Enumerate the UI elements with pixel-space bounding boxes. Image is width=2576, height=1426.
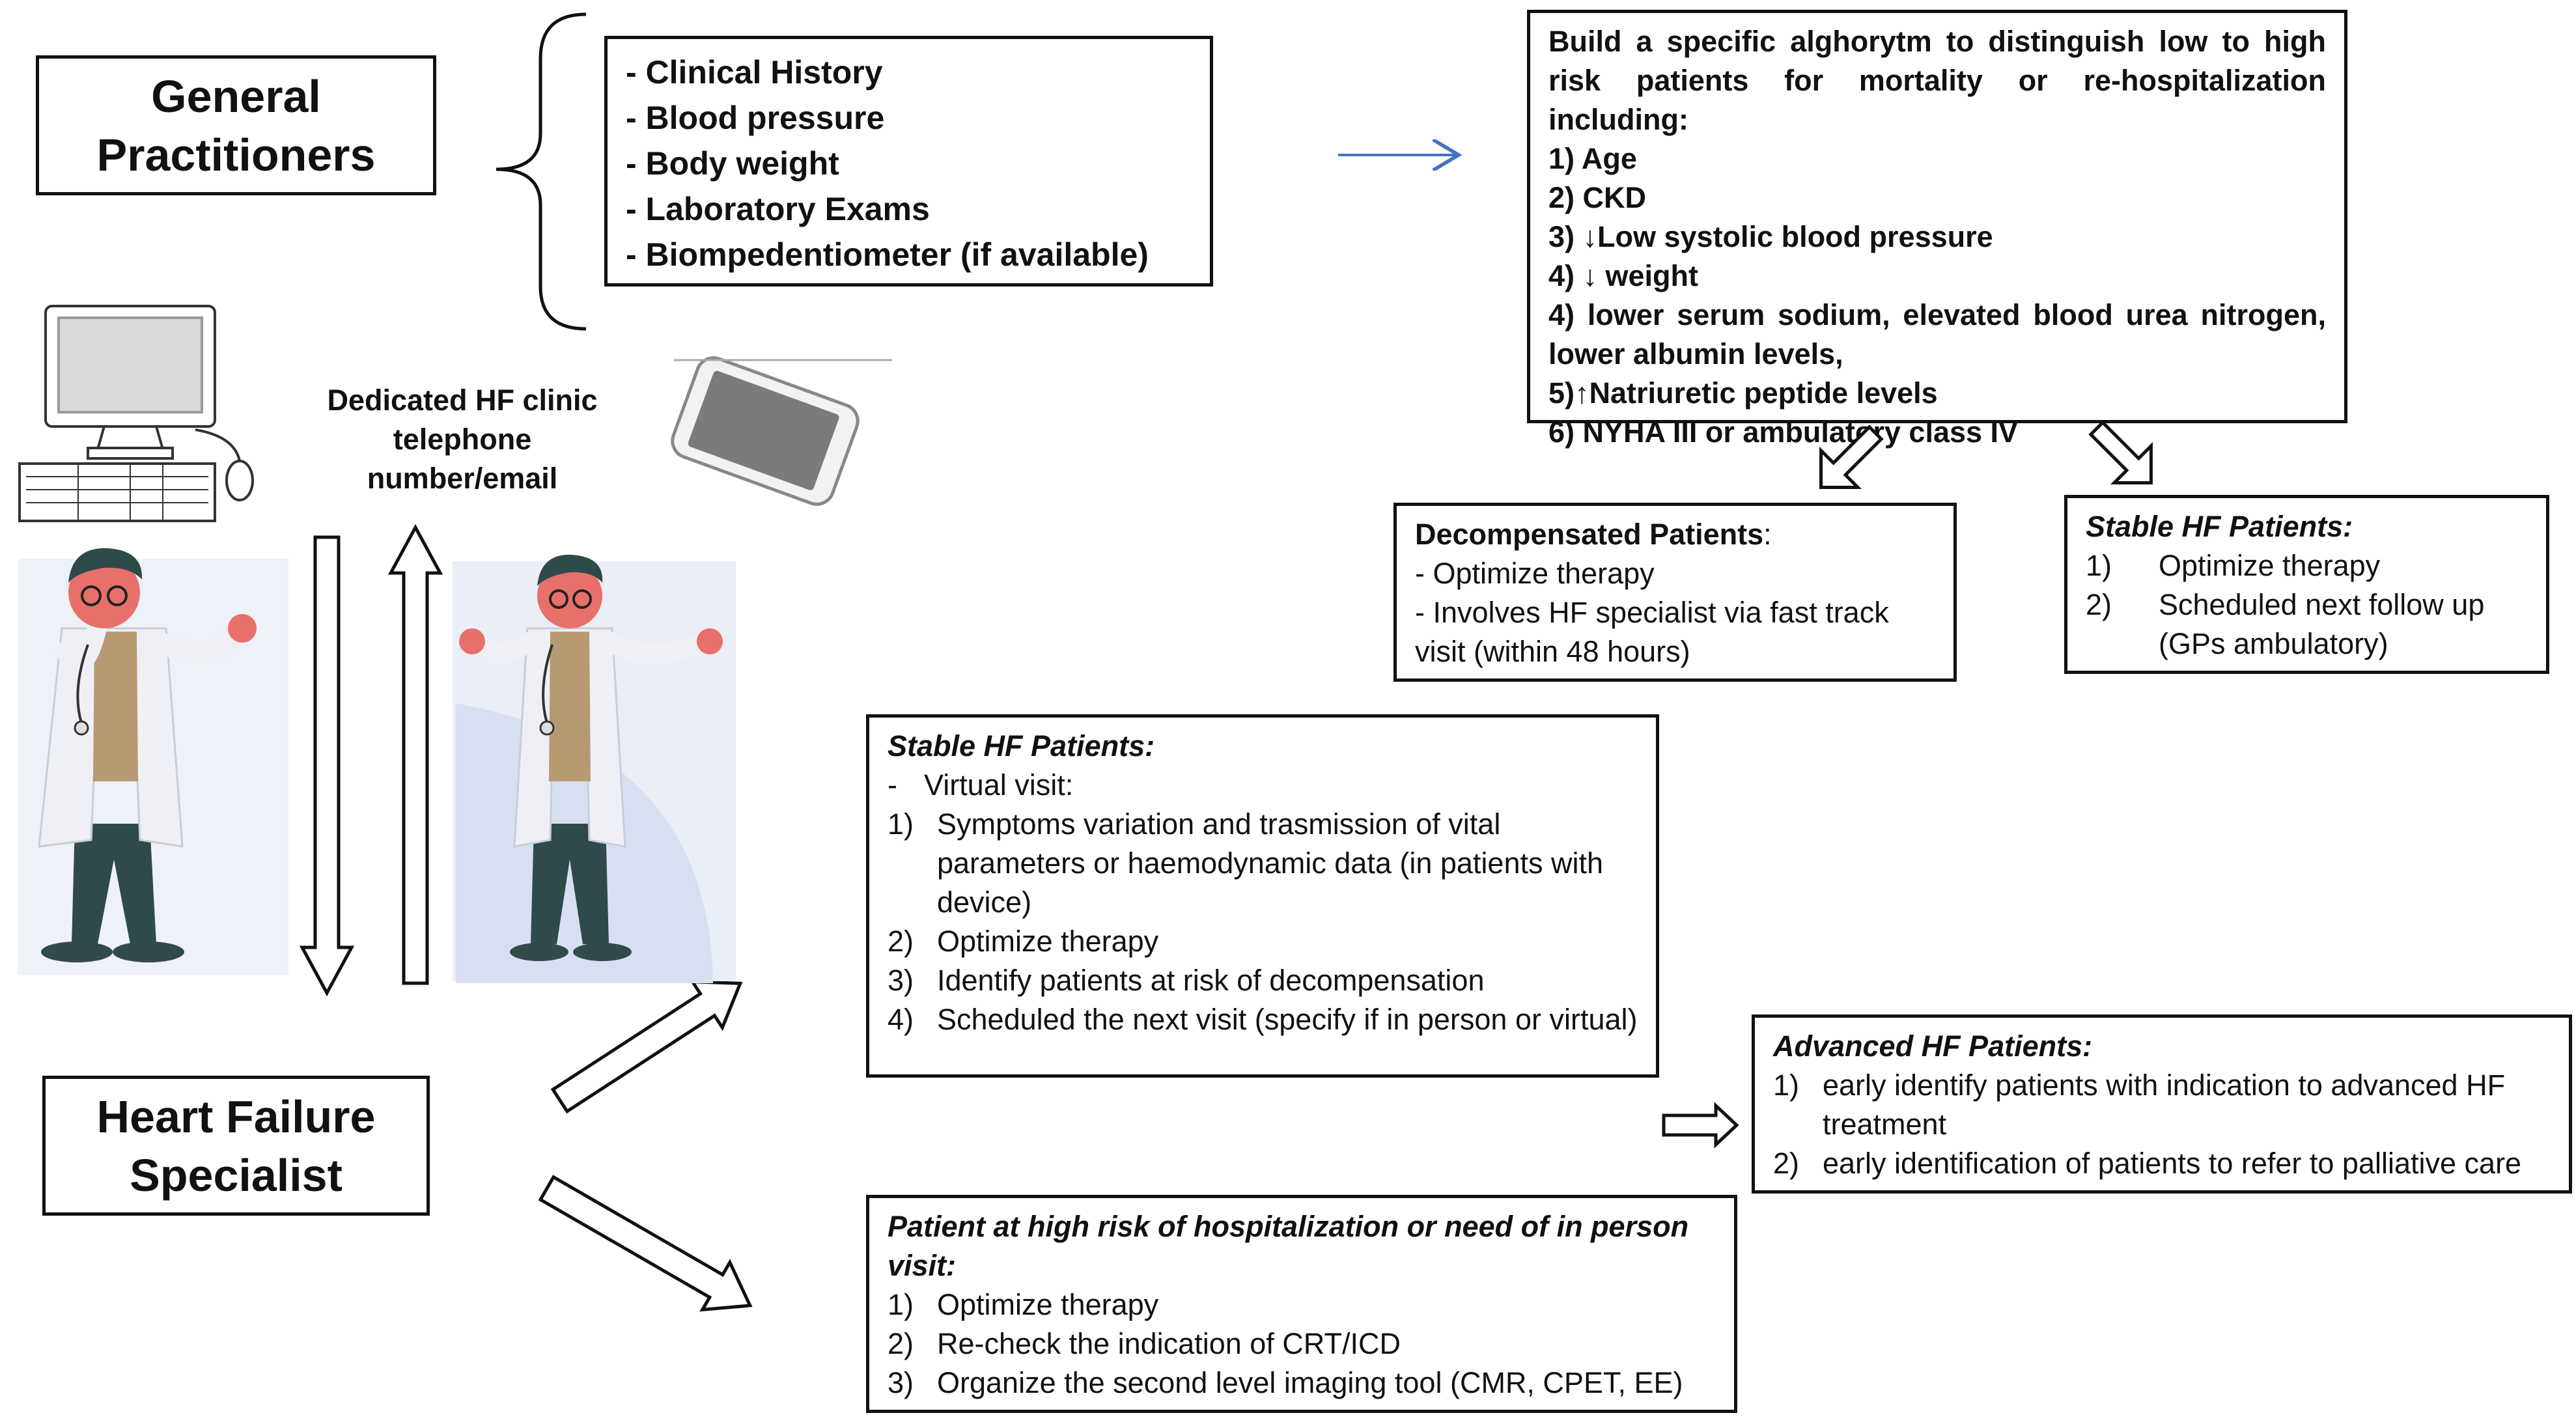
computer-icon (18, 305, 254, 522)
arrow-hfs-to-stable (550, 980, 743, 1114)
arrow-gp-to-hfs (299, 535, 355, 997)
list-text: Identify patients at risk of decompensat… (937, 964, 1485, 997)
list-number: 1) (2086, 549, 2112, 582)
contact-label-line1: Dedicated HF clinic telephone (327, 384, 598, 456)
list-number: 4) (888, 1003, 914, 1036)
list-number: 2) (888, 925, 914, 958)
list-text: Optimize therapy (937, 925, 1159, 958)
smartphone-icon (671, 356, 860, 506)
gp-data-item: - Laboratory Exams (626, 191, 930, 227)
list-item: 1) Optimize therapy (2086, 546, 2528, 585)
list-text: Symptoms variation and trasmission of vi… (937, 807, 1604, 919)
algorithm-item: 1) Age (1548, 142, 1637, 175)
gp-title-line2: Practitioners (96, 129, 376, 180)
general-practitioners-box: General Practitioners (36, 55, 436, 195)
high-risk-patients-box: Patient at high risk of hospitalization … (866, 1195, 1737, 1413)
list-item: 2) Re-check the indication of CRT/ICD (888, 1324, 1716, 1363)
stable-hf-title: Stable HF Patients: (888, 729, 1155, 762)
advanced-hf-box: Advanced HF Patients: 1) early identify … (1752, 1014, 2572, 1194)
list-text: Scheduled the next visit (specify if in … (937, 1003, 1638, 1036)
list-text: Optimize therapy (2159, 549, 2381, 582)
list-item: 1) Optimize therapy (888, 1285, 1716, 1324)
hfs-title-line1: Heart Failure (96, 1091, 376, 1142)
list-item: 2) early identification of patients to r… (1773, 1144, 2551, 1183)
gp-title-line1: General (151, 70, 321, 122)
list-text: Re-check the indication of CRT/ICD (937, 1327, 1401, 1360)
algorithm-item: 5)↑Natriuretic peptide levels (1548, 376, 1938, 410)
gp-data-item: - Body weight (626, 145, 839, 182)
algorithm-item: 6) NYHA III or ambulatory class IV (1548, 415, 2019, 449)
hfs-title-line2: Specialist (130, 1149, 343, 1201)
doctor-illustration (38, 548, 257, 962)
gp-data-item: - Blood pressure (626, 100, 885, 136)
list-dash: - (888, 768, 897, 802)
list-number: 2) (888, 1327, 914, 1360)
list-item: 1) early identify patients with indicati… (1773, 1066, 2551, 1144)
algorithm-intro: Build a specific alghorytm to distinguis… (1548, 25, 2326, 136)
algorithm-item: 4) lower serum sodium, elevated blood ur… (1548, 298, 2326, 370)
list-number: 1) (1773, 1069, 1800, 1102)
list-number: 1) (888, 1288, 914, 1321)
list-text: Optimize therapy (937, 1288, 1159, 1321)
list-text: Scheduled next follow up (GPs ambulatory… (2159, 588, 2485, 660)
arrow-hfs-to-high-risk (538, 1175, 753, 1312)
decompensated-patients-box: Decompensated Patients: - Optimize thera… (1393, 503, 1957, 682)
arrow-to-decompensated (1819, 425, 1884, 489)
high-risk-title: Patient at high risk of hospitalization … (888, 1210, 1689, 1282)
list-item: 3) Organize the second level imaging too… (888, 1363, 1716, 1403)
contact-label: Dedicated HF clinic telephone number/ema… (257, 381, 667, 498)
list-item: - Virtual visit: (888, 766, 1638, 805)
list-text: Virtual visit: (924, 768, 1074, 802)
arrow-to-advanced (1662, 1102, 1739, 1149)
list-number: 1) (888, 807, 914, 841)
advanced-title: Advanced HF Patients: (1773, 1029, 2093, 1063)
heart-failure-specialist-box: Heart Failure Specialist (42, 1076, 430, 1216)
list-item: 2) Scheduled next follow up (GPs ambulat… (2086, 585, 2528, 664)
contact-label-line2: number/email (367, 462, 558, 495)
arrow-to-stable-gp (2088, 420, 2153, 484)
gp-data-item: - Biompedentiometer (if available) (626, 236, 1149, 273)
algorithm-item: 3) ↓Low systolic blood pressure (1548, 220, 1993, 253)
list-number: 3) (888, 964, 914, 997)
stable-gp-title: Stable HF Patients: (2086, 510, 2353, 543)
arrow-hfs-to-gp (387, 524, 443, 985)
list-item: 1) Symptoms variation and trasmission of… (888, 805, 1638, 922)
decompensated-title: Decompensated Patients (1415, 518, 1764, 551)
gp-data-list-box: - Clinical History - Blood pressure - Bo… (604, 36, 1213, 287)
decompensated-title-colon: : (1763, 518, 1772, 551)
list-number: 2) (2086, 588, 2112, 621)
list-text: early identification of patients to refe… (1823, 1147, 2522, 1180)
list-text: Organize the second level imaging tool (… (937, 1366, 1683, 1399)
decompensated-item: - Optimize therapy (1415, 557, 1655, 590)
list-item: 4) Scheduled the next visit (specify if … (888, 1000, 1638, 1039)
decompensated-item: - Involves HF specialist via fast track … (1415, 596, 1889, 668)
doctor-illustration (459, 554, 723, 961)
stable-hf-virtual-box: Stable HF Patients: - Virtual visit: 1) … (866, 714, 1659, 1078)
risk-algorithm-box: Build a specific alghorytm to distinguis… (1527, 10, 2347, 449)
list-number: 2) (1773, 1147, 1800, 1180)
list-number: 3) (888, 1366, 914, 1399)
stable-hf-gp-box: Stable HF Patients: 1) Optimize therapy … (2064, 495, 2549, 674)
gp-data-item: - Clinical History (626, 54, 883, 91)
curly-brace (496, 12, 587, 331)
list-item: 2) Optimize therapy (888, 922, 1638, 961)
algorithm-item: 4) ↓ weight (1548, 259, 1699, 292)
list-item: 3) Identify patients at risk of decompen… (888, 961, 1638, 1000)
algorithm-item: 2) CKD (1548, 181, 1647, 214)
list-text: early identify patients with indication … (1823, 1069, 2506, 1141)
